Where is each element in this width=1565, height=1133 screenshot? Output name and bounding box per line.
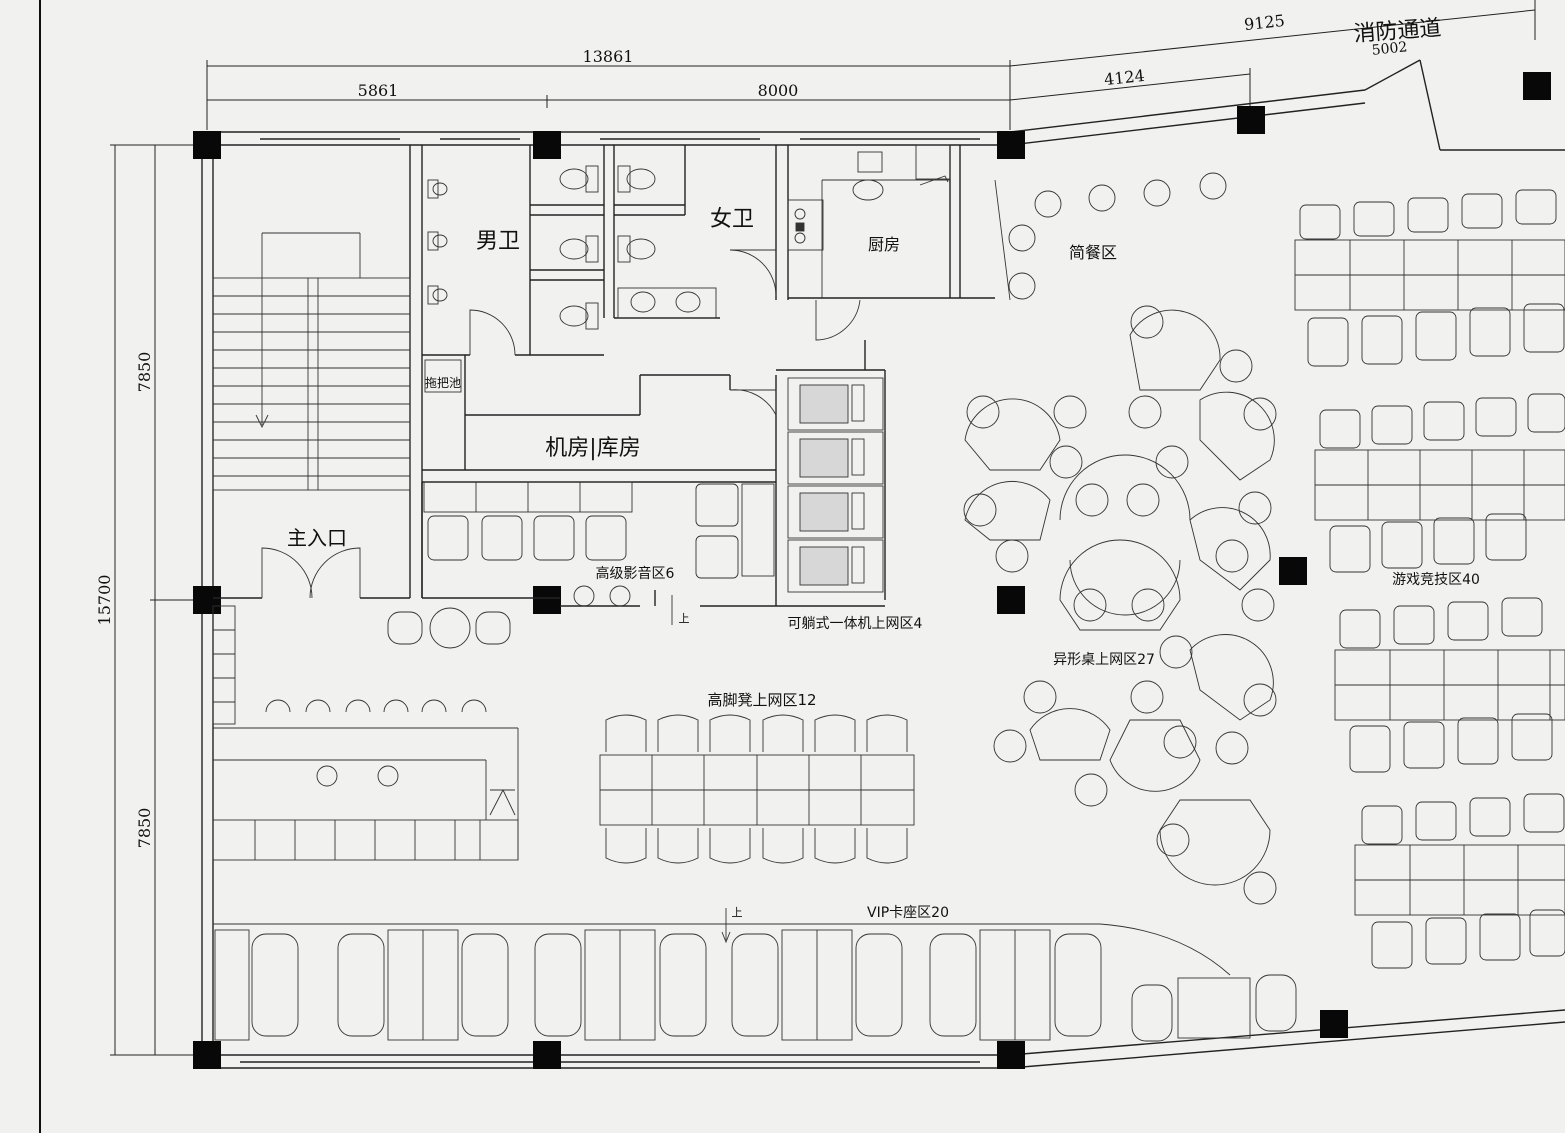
interior-walls	[213, 145, 995, 607]
label-stair-up-1: 上	[679, 612, 690, 625]
label-cinema-zone: 高级影音区6	[596, 565, 675, 582]
label-high-stool-zone: 高脚凳上网区12	[707, 691, 816, 709]
label-fire-passage: 消防通道	[1353, 16, 1443, 47]
dim-top-left: 5861	[358, 81, 399, 100]
kitchen-fixtures	[787, 144, 951, 298]
dim-top-right: 8000	[758, 81, 799, 100]
dim-left-lower: 7850	[135, 808, 154, 849]
high-stool-zone-furniture	[599, 714, 915, 864]
vip-booth-furniture	[213, 908, 1297, 1042]
label-server-storage: 机房|库房	[545, 436, 640, 461]
dim-left-total: 15700	[95, 575, 114, 626]
dim-right-part: 4124	[1103, 66, 1145, 89]
toilet-fixtures	[424, 165, 717, 393]
dim-right-total: 9125	[1243, 11, 1285, 34]
label-kitchen: 厨房	[868, 235, 900, 254]
dim-left-upper: 7850	[135, 352, 154, 393]
label-vip-zone: VIP卡座区20	[867, 905, 949, 921]
label-womens-wc: 女卫	[710, 207, 754, 232]
dim-top-total: 13861	[583, 47, 634, 66]
dim-right-small: 5002	[1371, 39, 1408, 59]
label-main-entrance: 主入口	[287, 526, 347, 550]
snack-area-stools	[994, 172, 1227, 301]
label-recliner-zone: 可躺式一体机上网区4	[788, 616, 923, 632]
label-stair-up-2: 上	[732, 906, 743, 919]
doors	[261, 249, 861, 599]
label-mens-wc: 男卫	[476, 229, 520, 254]
structural-columns	[193, 72, 1551, 1069]
label-shaped-desk-zone: 异形桌上网区27	[1053, 652, 1155, 668]
dimension-lines	[110, 0, 1536, 1056]
esports-zone-furniture	[1294, 189, 1565, 969]
label-snack-area: 简餐区	[1069, 243, 1117, 262]
recliner-zone-furniture	[787, 377, 884, 593]
label-esports-zone: 游戏竞技区40	[1392, 571, 1480, 588]
shaped-desk-zone-furniture	[963, 305, 1277, 905]
cinema-zone-furniture	[423, 481, 775, 625]
reception-bar	[212, 605, 519, 861]
staircase	[212, 232, 411, 491]
label-mop-sink: 拖把池	[425, 376, 461, 390]
